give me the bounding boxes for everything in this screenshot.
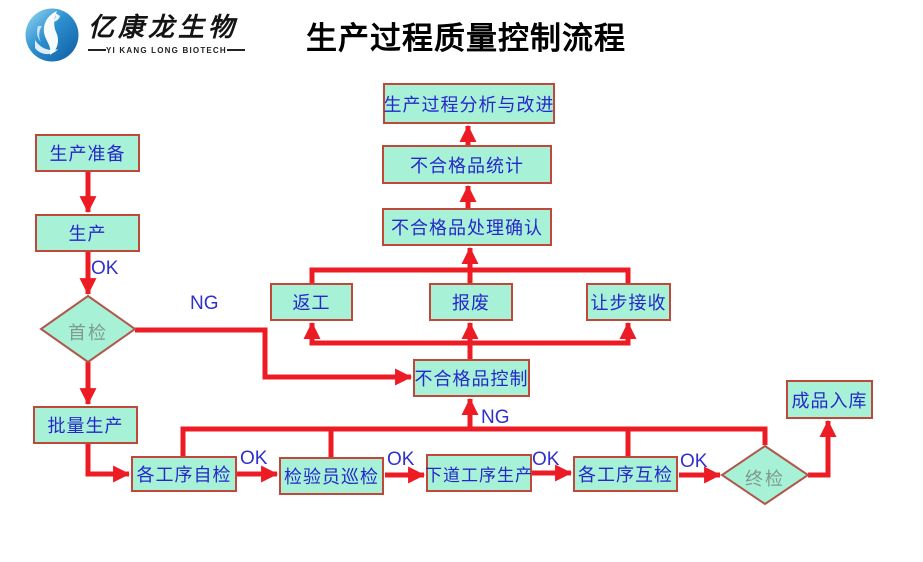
node-self-inspection: 各工序自检 [131,456,237,492]
node-nonconforming-control: 不合格品控制 [413,359,530,397]
node-finished-storage: 成品入库 [786,380,873,419]
page-title: 生产过程质量控制流程 [306,21,626,56]
node-rework: 返工 [270,283,353,321]
logo: 亿康龙生物 YI KANG LONG BIOTECH [24,6,245,64]
node-first-inspection-label: 首检 [68,323,108,344]
node-production-prep: 生产准备 [35,134,140,172]
edge-label-next-process-ok: OK [532,449,560,470]
node-mutual-inspection: 各工序互检 [573,456,678,492]
node-final-inspection-label: 终检 [745,469,785,490]
tagline-right-dash [226,49,245,52]
edge-label-mutual-inspection-ok: OK [680,451,708,472]
node-next-process: 下道工序生产 [425,454,532,492]
edge-label-inspector-patrol-ok: OK [387,449,415,470]
node-batch-production: 批量生产 [33,406,138,444]
logo-globe-dragon-icon [25,8,79,62]
node-scrap: 报废 [429,283,513,321]
node-handling-confirm: 不合格品处理确认 [382,208,552,246]
edge-label-production-ok: OK [91,258,119,279]
node-production: 生产 [35,214,140,252]
node-analysis: 生产过程分析与改进 [383,83,555,124]
edge-label-first-inspection-ng: NG [190,293,219,314]
edge-label-control-ng: NG [481,407,510,428]
node-concession: 让步接收 [586,283,671,321]
edge-label-self-inspection-ok: OK [240,448,268,469]
node-first-inspection-shape [39,294,137,364]
brand-tagline-row: YI KANG LONG BIOTECH [88,45,245,55]
node-final-inspection-shape [720,444,810,506]
brand-tagline: YI KANG LONG BIOTECH [106,45,227,55]
node-inspector-patrol: 检验员巡检 [279,457,384,495]
brand-name: 亿康龙生物 [88,13,239,43]
tagline-left-dash [88,49,106,52]
node-statistics: 不合格品统计 [382,145,552,184]
